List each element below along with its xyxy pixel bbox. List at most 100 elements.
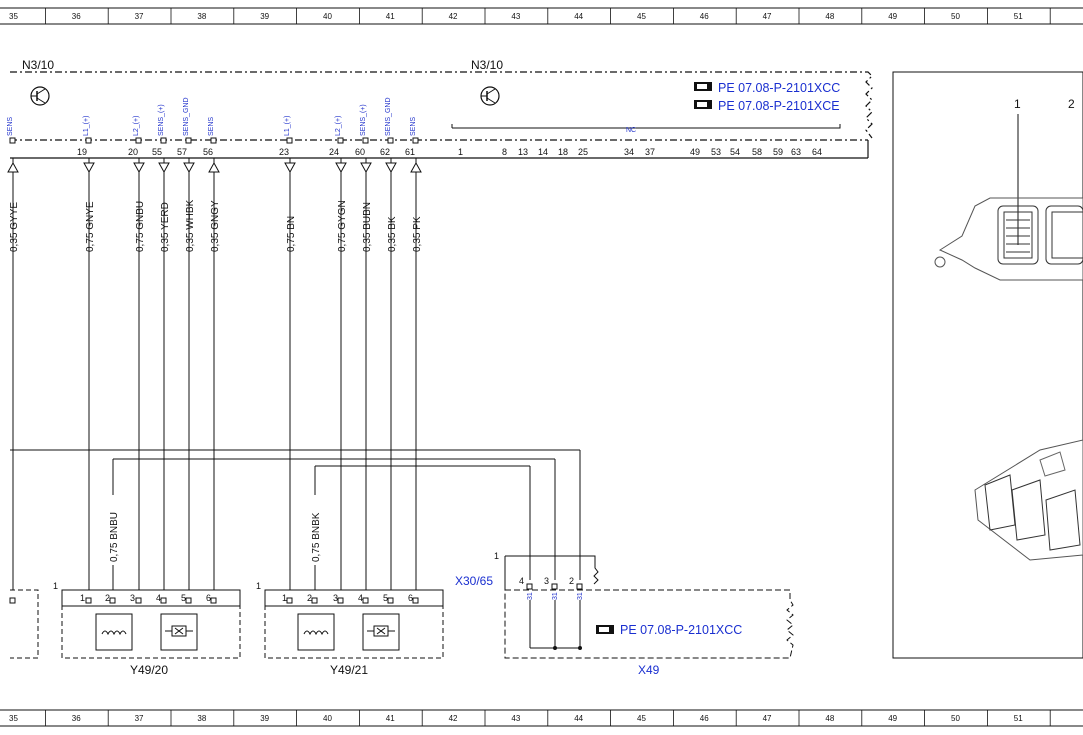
nc-pin-number: 54 — [730, 147, 740, 157]
grid-number: 38 — [197, 714, 206, 723]
wire-label: 0,35 PK — [412, 216, 423, 252]
valve-y49-20 — [61, 589, 241, 659]
nc-pin-number: 34 — [624, 147, 634, 157]
valve-pin-number: 5 — [181, 593, 186, 603]
ecu-pin-signal: SENS — [7, 117, 14, 136]
wire-label-bnbu: 0,75 BNBU — [109, 512, 120, 562]
x30-pin-number: 4 — [519, 576, 524, 586]
grid-number: 41 — [386, 714, 395, 723]
ecu-pin-terminal — [210, 137, 217, 144]
valve-pin-number: 5 — [383, 593, 388, 603]
valve-header-num: 1 — [53, 581, 58, 591]
reference-link-1[interactable]: PE 07.08-P-2101XCC — [718, 81, 840, 95]
ecu-box-border — [10, 71, 873, 139]
wire-label: 0,35 BUBN — [362, 202, 373, 252]
n3-label-right: N3/10 — [471, 58, 503, 72]
valve-pin-number: 2 — [307, 593, 312, 603]
wire-direction-arrow — [360, 162, 372, 174]
nc-pin-number: 59 — [773, 147, 783, 157]
valve-pin-terminal — [311, 597, 318, 604]
grid-number: 38 — [197, 12, 206, 21]
valve-pin-number: 6 — [408, 593, 413, 603]
reference-link-2[interactable]: PE 07.08-P-2101XCE — [718, 99, 840, 113]
ecu-pin-terminal — [362, 137, 369, 144]
grid-number: 49 — [888, 12, 897, 21]
valve-pin-terminal — [337, 597, 344, 604]
ecu-pin-signal: SENS_(+) — [360, 104, 367, 136]
coil-icon — [95, 613, 133, 651]
nc-pin-number: 13 — [518, 147, 528, 157]
nc-pin-number: 58 — [752, 147, 762, 157]
wire-label: 0,35 BK — [387, 216, 398, 252]
grid-number: 51 — [1014, 12, 1023, 21]
label-x49: X49 — [638, 663, 660, 677]
wire-label-bnbk: 0,75 BNBK — [311, 512, 322, 562]
grid-number: 50 — [951, 12, 960, 21]
x30-pin-terminal — [526, 583, 533, 590]
grid-number: 40 — [323, 12, 332, 21]
nc-pin-number: 18 — [558, 147, 568, 157]
wire-label: 0,35 GNGY — [210, 200, 221, 252]
nc-bracket — [451, 124, 841, 129]
x30-top-num: 1 — [494, 551, 499, 561]
x30-pin-terminal — [551, 583, 558, 590]
grid-number: 51 — [1014, 714, 1023, 723]
valve-pin-terminal — [185, 597, 192, 604]
grid-number: 48 — [825, 12, 834, 21]
wire-direction-arrow — [410, 161, 422, 173]
wire-label: 0,75 GNBU — [135, 201, 146, 252]
x49-box — [504, 589, 794, 659]
nc-pin-number: 63 — [791, 147, 801, 157]
valve-pin-terminal — [85, 597, 92, 604]
valve-pin-number: 1 — [282, 593, 287, 603]
ecu-pin-signal: SENS — [208, 117, 215, 136]
ecu-pin-number: 56 — [203, 147, 213, 157]
x30-pin-terminal — [576, 583, 583, 590]
valve-pin-number: 1 — [80, 593, 85, 603]
photo-label-2: 2 — [1068, 97, 1075, 111]
valve-pin-terminal — [412, 597, 419, 604]
grid-number: 37 — [135, 12, 144, 21]
x30-pin-number: 2 — [569, 576, 574, 586]
wire-direction-arrow — [208, 161, 220, 173]
sensor-icon — [160, 613, 198, 651]
ecu-pin-signal: L2_(+) — [133, 116, 140, 136]
valve-pin-number: 3 — [333, 593, 338, 603]
label-y49-20: Y49/20 — [130, 663, 168, 677]
grid-number: 43 — [511, 714, 520, 723]
reference-link-3[interactable]: PE 07.08-P-2101XCC — [620, 623, 742, 637]
grid-number: 36 — [72, 714, 81, 723]
ecu-pin-terminal — [135, 137, 142, 144]
valve-y49-21 — [264, 589, 444, 659]
grid-number: 45 — [637, 12, 646, 21]
wire-direction-arrow — [284, 162, 296, 174]
grid-number: 46 — [700, 714, 709, 723]
grid-number: 49 — [888, 714, 897, 723]
grid-number: 47 — [763, 12, 772, 21]
grid-number: 45 — [637, 714, 646, 723]
grid-number: 39 — [260, 12, 269, 21]
book-icon — [694, 100, 712, 109]
valve-pin-terminal — [210, 597, 217, 604]
ecu-pin-signal: L2_(+) — [335, 116, 342, 136]
ecu-pin-signal: L1_(+) — [83, 116, 90, 136]
nc-pin-number: 64 — [812, 147, 822, 157]
wire-label: 0,75 GNYE — [85, 201, 96, 252]
wire-direction-arrow — [83, 162, 95, 174]
grid-number: 46 — [700, 12, 709, 21]
wire-label: 0,35 GYYE — [9, 202, 20, 252]
x30-pin-number: 3 — [544, 576, 549, 586]
book-icon — [694, 82, 712, 91]
book-icon — [596, 625, 614, 634]
valve-pin-terminal — [160, 597, 167, 604]
ecu-pin-number: 23 — [279, 147, 289, 157]
nc-pin-number: 1 — [458, 147, 463, 157]
photo-label-1: 1 — [1014, 97, 1021, 111]
